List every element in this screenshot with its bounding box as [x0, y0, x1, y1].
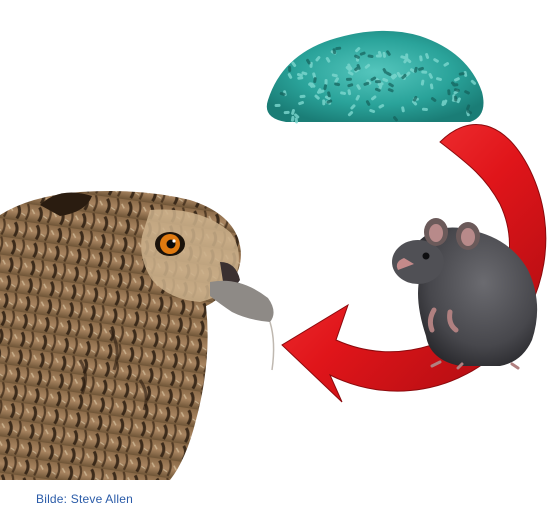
pellet [324, 79, 327, 85]
pellets-icon [267, 31, 484, 124]
pellet [322, 99, 325, 105]
pellet [288, 66, 291, 72]
pellet [275, 104, 281, 107]
owl-icon [0, 191, 274, 480]
pellet [452, 83, 458, 86]
pellet [375, 80, 381, 83]
pellet [346, 78, 352, 81]
pellet [376, 55, 382, 58]
photo-credit: Bilde: Steve Allen [36, 492, 133, 506]
